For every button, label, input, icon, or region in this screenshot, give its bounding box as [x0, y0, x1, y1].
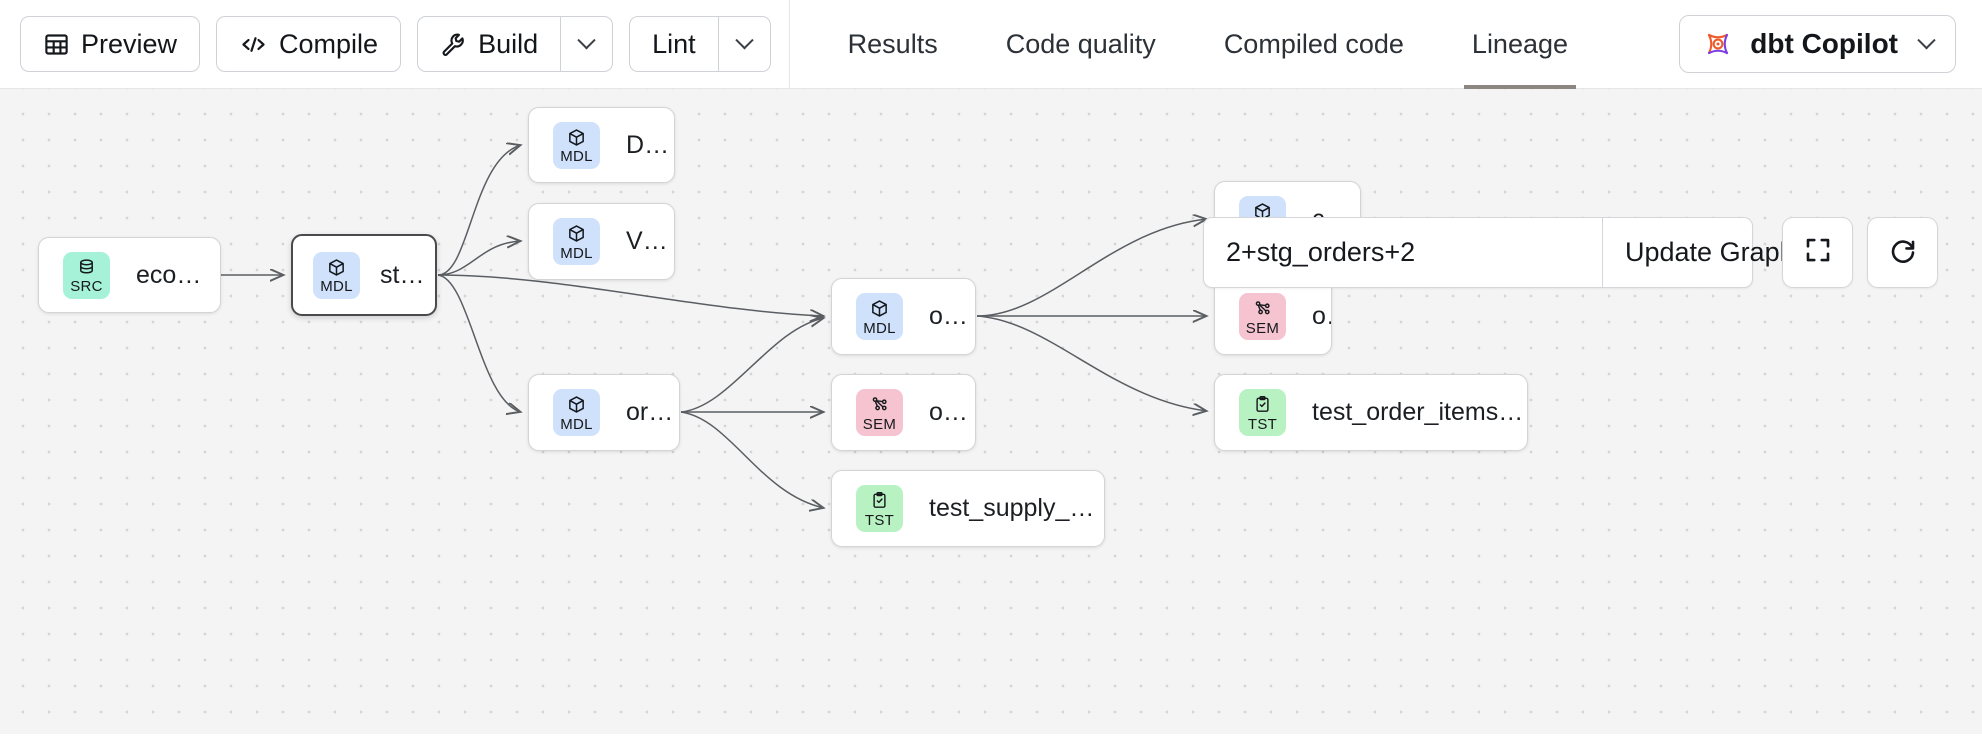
lint-dropdown-toggle[interactable]	[717, 17, 770, 71]
refresh-icon	[1888, 235, 1918, 270]
compile-button[interactable]: Compile	[216, 16, 402, 72]
cube-icon	[567, 394, 586, 416]
lineage-node-label: orders	[1312, 302, 1331, 330]
code-brackets-icon	[239, 31, 268, 58]
toolbar-divider	[788, 0, 790, 89]
lineage-node-label: test_supply_costs_sum_correctly	[929, 494, 1104, 522]
lint-button-label: Lint	[652, 28, 696, 59]
lineage-canvas[interactable]: SRC ecom.raw_orders MDL stg_orders MDL	[0, 89, 1982, 741]
node-type-badge-label: MDL	[560, 148, 593, 165]
lint-split-button: Lint	[629, 16, 771, 72]
node-type-badge-label: MDL	[320, 278, 353, 295]
node-type-badge-src: SRC	[63, 251, 110, 299]
cube-icon	[567, 126, 586, 148]
dbt-copilot-atom-icon	[1702, 28, 1734, 60]
wrench-icon	[440, 31, 467, 58]
build-button[interactable]: Build	[418, 17, 560, 71]
preview-button[interactable]: Preview	[20, 16, 201, 72]
chevron-down-icon	[734, 30, 754, 49]
node-type-badge-label: MDL	[863, 319, 896, 337]
lineage-node-orders-semantic[interactable]: SEM orders	[1214, 278, 1332, 355]
tab-lineage-label: Lineage	[1471, 28, 1569, 59]
build-dropdown-toggle[interactable]	[560, 17, 612, 71]
lineage-node-label: Demo	[626, 130, 674, 159]
dbt-copilot-label: dbt Copilot	[1750, 28, 1898, 59]
graph-selector-input[interactable]	[1204, 218, 1602, 287]
lineage-node-order-items[interactable]: MDL order_items	[528, 374, 680, 451]
fullscreen-fit-icon	[1803, 235, 1833, 270]
lineage-node-label: order_item	[929, 398, 975, 426]
cube-icon	[870, 298, 889, 320]
copilot-area: dbt Copilot	[1679, 15, 1982, 73]
cube-icon	[567, 223, 586, 245]
node-type-badge-mdl: MDL	[313, 251, 360, 299]
refresh-graph-button[interactable]	[1867, 217, 1938, 288]
lineage-node-demo[interactable]: MDL Demo	[528, 107, 675, 183]
build-button-label: Build	[478, 28, 539, 59]
lineage-node-order-item-semantic[interactable]: SEM order_item	[831, 374, 976, 451]
tab-lineage[interactable]: Lineage	[1438, 0, 1602, 89]
chevron-down-icon	[1917, 30, 1936, 49]
compile-button-label: Compile	[279, 28, 379, 59]
tab-code-quality[interactable]: Code quality	[972, 0, 1190, 89]
node-type-badge-sem: SEM	[856, 389, 903, 436]
lineage-node-label: ecom.raw_orders	[136, 260, 220, 289]
node-type-badge-label: TST	[864, 511, 895, 529]
node-type-badge-label: TST	[1247, 415, 1278, 433]
editor-action-buttons: Preview Compile Build	[0, 0, 771, 88]
cube-icon	[327, 256, 346, 278]
node-type-badge-label: MDL	[560, 415, 593, 433]
clipboard-check-icon	[1253, 394, 1272, 416]
lineage-node-test-order-items-compute[interactable]: TST test_order_items_compute_to_bools_c.…	[1214, 374, 1528, 451]
top-toolbar: Preview Compile Build	[0, 0, 1982, 89]
tab-compiled-code-label: Compiled code	[1223, 28, 1404, 59]
lineage-node-orders-model[interactable]: MDL orders	[831, 278, 976, 355]
tab-results[interactable]: Results	[814, 0, 972, 89]
lineage-node-label: test_order_items_compute_to_bools_c...	[1312, 398, 1527, 426]
graph-selector-bar: Update Graph	[1203, 217, 1795, 288]
node-type-badge-mdl: MDL	[553, 218, 600, 265]
node-type-badge-label: SEM	[862, 415, 897, 433]
semantic-graph-icon	[1253, 298, 1272, 320]
node-type-badge-label: MDL	[560, 244, 593, 262]
panel-tabs: Results Code quality Compiled code Linea…	[790, 0, 1602, 89]
tab-results-label: Results	[847, 28, 938, 59]
table-icon	[43, 31, 70, 58]
lineage-node-label: order_items	[626, 398, 679, 426]
tab-code-quality-label: Code quality	[1005, 28, 1156, 59]
update-graph-button[interactable]: Update Graph	[1602, 218, 1817, 287]
semantic-graph-icon	[870, 394, 889, 416]
node-type-badge-mdl: MDL	[856, 293, 903, 340]
node-type-badge-label: SEM	[1245, 319, 1280, 337]
lineage-edges	[221, 89, 1982, 741]
build-split-button: Build	[417, 16, 614, 72]
lineage-node-label: orders	[929, 302, 975, 330]
lint-button[interactable]: Lint	[630, 17, 718, 71]
lineage-node-ve-demo[interactable]: MDL VE_Demo	[528, 203, 675, 280]
chevron-down-icon	[577, 30, 596, 49]
node-type-badge-mdl: MDL	[553, 389, 600, 436]
node-type-badge-mdl: MDL	[553, 121, 600, 169]
node-type-badge-sem: SEM	[1239, 293, 1286, 340]
lineage-node-test-supply-costs[interactable]: TST test_supply_costs_sum_correctly	[831, 470, 1105, 547]
update-graph-label: Update Graph	[1625, 237, 1795, 267]
node-type-badge-tst: TST	[856, 485, 903, 532]
lineage-node-label: stg_orders	[380, 260, 435, 289]
dbt-copilot-button[interactable]: dbt Copilot	[1679, 15, 1956, 73]
preview-button-label: Preview	[81, 28, 178, 59]
lineage-node-label: VE_Demo	[626, 227, 674, 255]
clipboard-check-icon	[870, 490, 889, 512]
lineage-node-stg-orders[interactable]: MDL stg_orders	[291, 234, 437, 316]
database-icon	[77, 256, 96, 278]
tab-compiled-code[interactable]: Compiled code	[1190, 0, 1438, 89]
node-type-badge-tst: TST	[1239, 389, 1286, 436]
lineage-node-ecom-raw-orders[interactable]: SRC ecom.raw_orders	[38, 237, 221, 313]
fit-to-screen-button[interactable]	[1782, 217, 1853, 288]
node-type-badge-label: SRC	[70, 278, 103, 295]
